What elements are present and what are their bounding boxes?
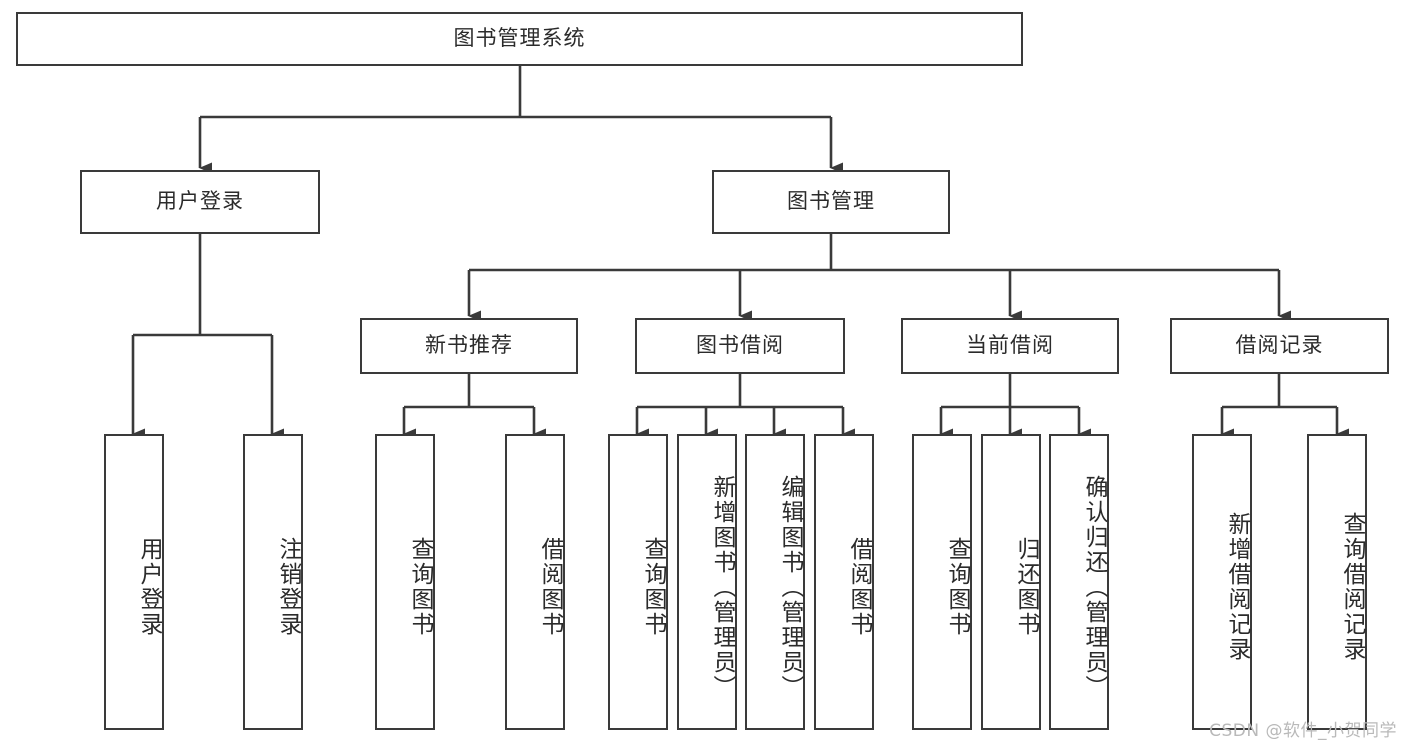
node-book-management[interactable]: 图书管理 [712, 170, 950, 234]
leaf-user-logout[interactable]: 注销登录 [243, 434, 303, 730]
leaf-borrow-book-recommend[interactable]: 借阅图书 [505, 434, 565, 730]
node-borrow-record[interactable]: 借阅记录 [1170, 318, 1389, 374]
leaf-confirm-return-admin[interactable]: 确认归还（管理员） [1049, 434, 1109, 730]
csdn-watermark: CSDN @软件_小贺同学 [1209, 721, 1397, 741]
leaf-query-book-borrow-label: 查询图书 [640, 537, 666, 637]
leaf-return-book[interactable]: 归还图书 [981, 434, 1041, 730]
leaf-return-book-label: 归还图书 [1013, 537, 1039, 637]
leaf-add-book-admin-label: 新增图书（管理员） [709, 474, 735, 700]
node-book-management-label: 图书管理 [787, 189, 875, 214]
leaf-query-borrow-record-label: 查询借阅记录 [1339, 512, 1365, 662]
node-borrow-record-label: 借阅记录 [1235, 333, 1324, 358]
leaf-borrow-book-label: 借阅图书 [846, 537, 872, 637]
node-book-borrow[interactable]: 图书借阅 [635, 318, 845, 374]
leaf-add-borrow-record-label: 新增借阅记录 [1224, 512, 1250, 662]
leaf-query-book-recommend[interactable]: 查询图书 [375, 434, 435, 730]
leaf-edit-book-admin[interactable]: 编辑图书（管理员） [745, 434, 805, 730]
leaf-query-book-borrow[interactable]: 查询图书 [608, 434, 668, 730]
node-new-book-recommend-label: 新书推荐 [425, 333, 513, 358]
leaf-query-book-recommend-label: 查询图书 [407, 537, 433, 637]
node-current-borrow[interactable]: 当前借阅 [901, 318, 1119, 374]
node-root-label: 图书管理系统 [453, 26, 586, 51]
node-root[interactable]: 图书管理系统 [16, 12, 1023, 66]
leaf-user-logout-label: 注销登录 [275, 537, 301, 637]
leaf-query-borrow-record[interactable]: 查询借阅记录 [1307, 434, 1367, 730]
node-book-borrow-label: 图书借阅 [696, 333, 784, 358]
leaf-borrow-book[interactable]: 借阅图书 [814, 434, 874, 730]
leaf-query-book-current-label: 查询图书 [944, 537, 970, 637]
leaf-add-book-admin[interactable]: 新增图书（管理员） [677, 434, 737, 730]
node-current-borrow-label: 当前借阅 [966, 333, 1054, 358]
leaf-borrow-book-recommend-label: 借阅图书 [537, 537, 563, 637]
leaf-edit-book-admin-label: 编辑图书（管理员） [777, 474, 803, 700]
leaf-confirm-return-admin-label: 确认归还（管理员） [1081, 474, 1107, 700]
node-user-login[interactable]: 用户登录 [80, 170, 320, 234]
leaf-user-login-label: 用户登录 [136, 537, 162, 637]
leaf-add-borrow-record[interactable]: 新增借阅记录 [1192, 434, 1252, 730]
leaf-user-login[interactable]: 用户登录 [104, 434, 164, 730]
node-user-login-label: 用户登录 [156, 189, 244, 214]
node-new-book-recommend[interactable]: 新书推荐 [360, 318, 578, 374]
leaf-query-book-current[interactable]: 查询图书 [912, 434, 972, 730]
